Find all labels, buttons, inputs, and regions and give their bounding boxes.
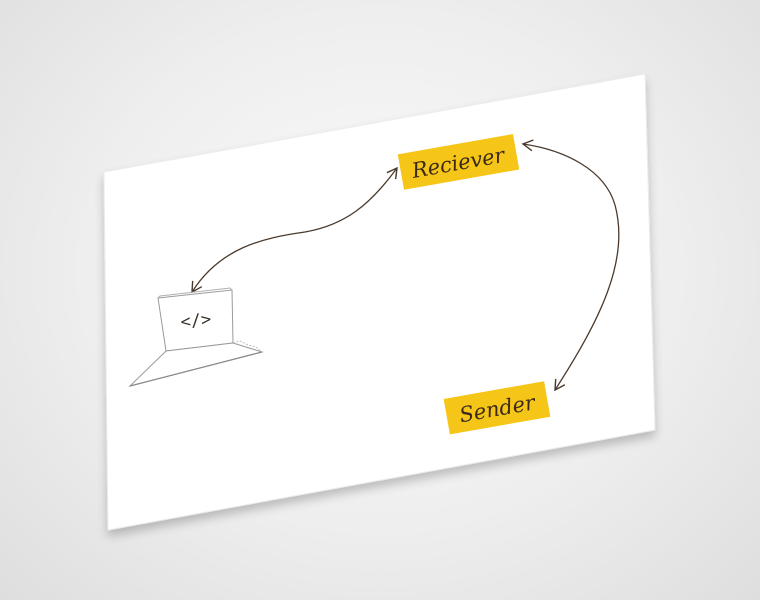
edge-receiver-sender <box>521 139 620 392</box>
sender-node: Sender <box>443 381 551 435</box>
code-glyph: </> <box>180 309 213 332</box>
code-laptop-icon: </> <box>128 287 264 387</box>
sender-label-bg <box>443 381 551 435</box>
receiver-label-bg <box>397 134 520 190</box>
receiver-node: Reciever <box>397 134 520 190</box>
edge-receiver-laptop <box>191 166 398 294</box>
